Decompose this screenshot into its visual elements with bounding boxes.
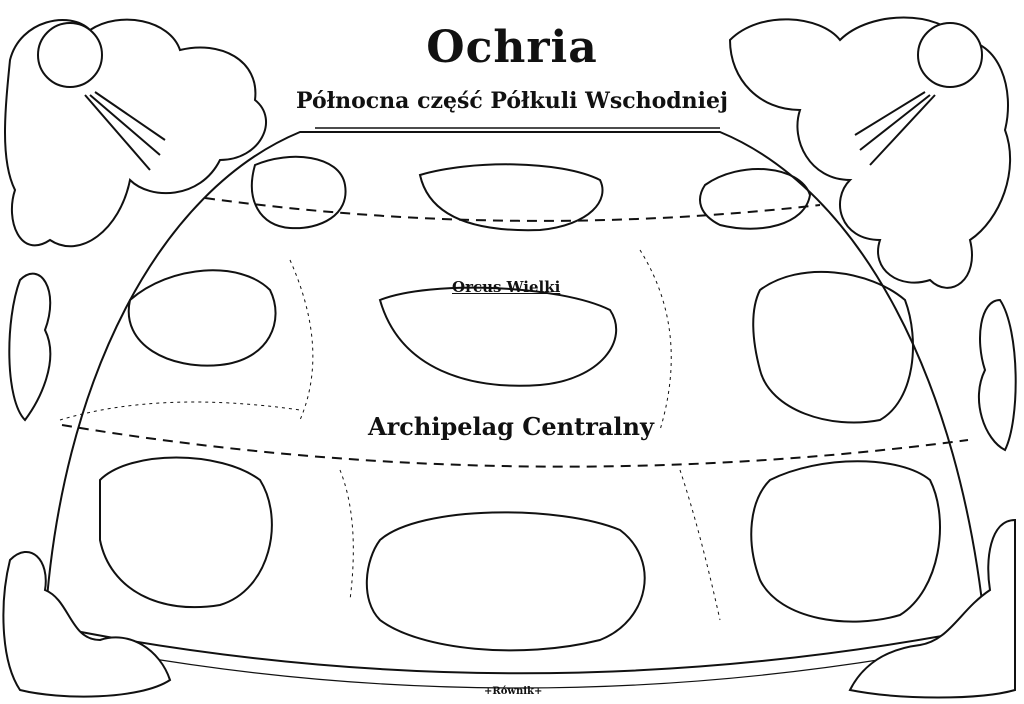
continents	[99, 155, 941, 652]
cloud-left-side	[8, 272, 52, 422]
cloud-bottom-right	[848, 518, 1016, 699]
equator-line-outer	[49, 639, 981, 689]
continent-north-east	[699, 168, 812, 230]
cloud-bottom-left	[2, 550, 172, 698]
cloud-border	[2, 16, 1017, 699]
equator-label: +Równik+	[484, 686, 543, 697]
island-chains	[59, 249, 721, 621]
wind-face-right-icon	[917, 22, 983, 88]
region-label-archipelag-centralny: Archipelag Centralny	[368, 412, 654, 441]
region-label-orcus-wielki: Orcus Wielki	[452, 278, 561, 296]
continent-north-west	[250, 155, 347, 230]
wind-faces	[37, 22, 983, 171]
continent-south-west	[99, 456, 273, 609]
map-title: Ochria	[426, 22, 598, 73]
continent-north-center	[418, 163, 604, 232]
wind-face-left-icon	[37, 22, 103, 88]
continent-west	[127, 269, 277, 367]
equator-line	[44, 624, 986, 675]
continent-east	[752, 270, 914, 424]
map-subtitle: Północna część Półkuli Wschodniej	[296, 88, 728, 114]
continent-south-east	[750, 460, 941, 623]
latitude-line-north	[204, 197, 821, 222]
continent-south-center	[365, 511, 646, 652]
continent-center	[378, 286, 618, 387]
hemisphere-outline	[44, 131, 986, 629]
cloud-right-side	[977, 298, 1017, 452]
